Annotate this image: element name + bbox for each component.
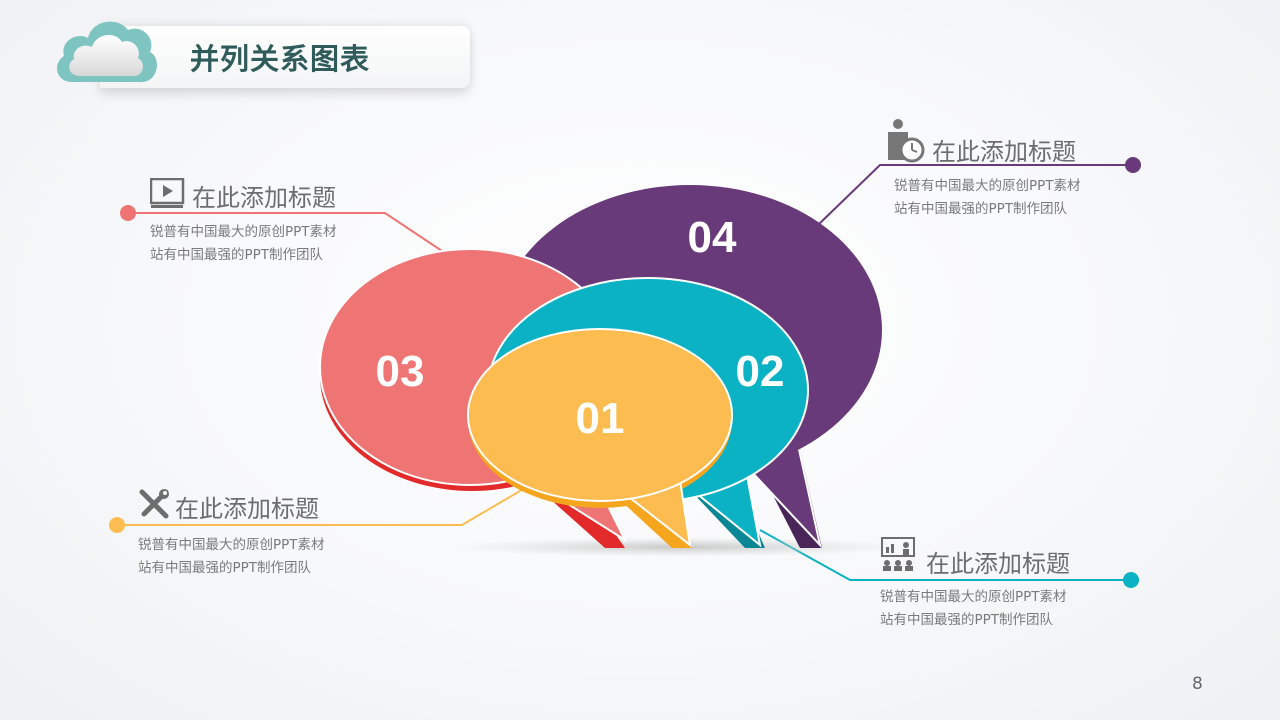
- item-desc-line2: 站有中国最强的PPT制作团队: [894, 201, 1068, 217]
- item-desc-line2: 站有中国最强的PPT制作团队: [880, 612, 1054, 628]
- item-desc-line2: 站有中国最强的PPT制作团队: [138, 560, 312, 576]
- bubble-01: [467, 328, 733, 548]
- item-desc-line1: 锐普有中国最大的原创PPT素材: [894, 178, 1081, 194]
- marker-dot-top-right: [1125, 157, 1141, 173]
- item-title: 在此添加标题: [175, 495, 319, 523]
- title-banner: [100, 26, 470, 88]
- video-play-icon: [150, 178, 185, 208]
- businessman-clock-icon: [888, 119, 925, 163]
- item-desc-line2: 站有中国最强的PPT制作团队: [150, 247, 324, 263]
- bubble-number-03: 03: [376, 347, 425, 396]
- item-title: 在此添加标题: [926, 550, 1070, 578]
- item-title: 在此添加标题: [192, 184, 336, 212]
- speech-bubble-diagram: 04 03 02 01: [319, 185, 900, 557]
- marker-dot-bottom-right: [1123, 572, 1139, 588]
- marker-dot-bottom-left: [109, 517, 125, 533]
- bubble-number-04: 04: [688, 213, 737, 262]
- item-desc-line1: 锐普有中国最大的原创PPT素材: [138, 537, 325, 553]
- tools-icon: [139, 489, 169, 519]
- page-number: 8: [1192, 674, 1203, 694]
- page-title: 并列关系图表: [190, 42, 371, 76]
- presentation-icon: [881, 537, 915, 571]
- item-desc-line1: 锐普有中国最大的原创PPT素材: [150, 224, 337, 240]
- item-title: 在此添加标题: [932, 138, 1076, 166]
- bubble-number-01: 01: [576, 394, 625, 443]
- marker-dot-top-left: [120, 205, 136, 221]
- cloud-icon: [57, 21, 157, 82]
- bubble-number-02: 02: [736, 347, 785, 396]
- item-desc-line1: 锐普有中国最大的原创PPT素材: [880, 589, 1067, 605]
